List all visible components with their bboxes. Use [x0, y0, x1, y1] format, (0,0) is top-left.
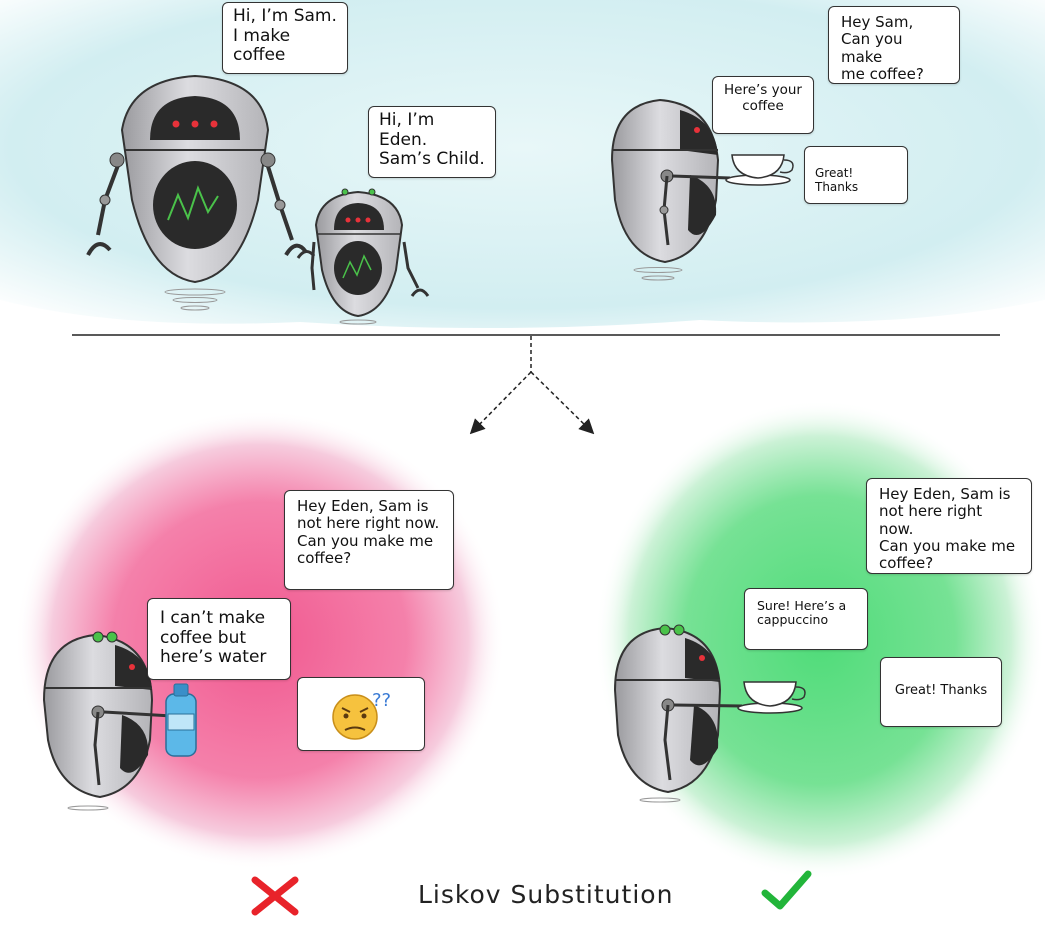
coffee-cup-bottom [737, 681, 806, 714]
request-eden-good-bubble: Hey Eden, Sam is not here right now. Can… [866, 478, 1032, 574]
check-icon [761, 870, 812, 910]
cross-icon [251, 876, 299, 916]
arrow-right [530, 371, 595, 435]
water-reply-bubble: I can’t make coffee but here’s water [147, 598, 291, 680]
heres-coffee-bubble: Here’s your coffee [712, 76, 814, 134]
sam-robot [86, 74, 308, 311]
eden-water-robot [42, 631, 173, 811]
confused-reaction-bubble [297, 677, 425, 751]
request-eden-bad-bubble: Hey Eden, Sam is not here right now. Can… [284, 490, 454, 590]
eden-robot [296, 188, 430, 325]
thanks-bottom-bubble: Great! Thanks [880, 657, 1002, 727]
eden-intro-bubble: Hi, I’m Eden. Sam’s Child. [368, 106, 496, 178]
thanks-top-bubble: Great! Thanks [804, 146, 908, 204]
coffee-cup-top [725, 154, 794, 186]
cappuccino-reply-bubble: Sure! Here’s a cappuccino [744, 588, 868, 650]
sam-intro-bubble: Hi, I’m Sam. I make coffee [222, 2, 348, 74]
request-sam-bubble: Hey Sam, Can you make me coffee? [828, 6, 960, 84]
water-bottle-icon [165, 683, 197, 757]
diagram-caption: Liskov Substitution [418, 880, 674, 909]
eden-serving-robot [613, 624, 743, 803]
sam-serving-robot [610, 98, 731, 281]
arrow-left [469, 371, 532, 435]
